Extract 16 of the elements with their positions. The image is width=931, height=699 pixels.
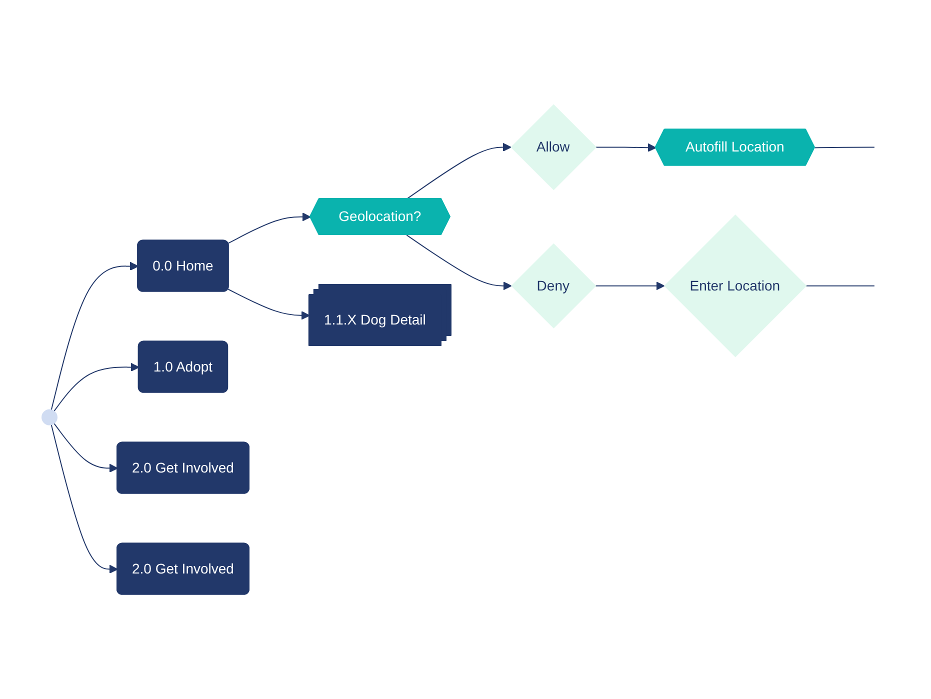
arrow	[406, 234, 512, 290]
arrow	[594, 281, 664, 290]
node-circle	[41, 409, 58, 426]
arrow	[227, 212, 311, 244]
arrow	[53, 422, 118, 472]
arrow	[227, 288, 310, 320]
arrow	[594, 143, 656, 152]
arrow	[406, 142, 512, 200]
arrow	[50, 262, 138, 410]
node-diamond: Deny	[510, 243, 596, 328]
connector	[814, 146, 875, 148]
node-diamond: Enter Location	[664, 214, 807, 358]
connector	[804, 285, 875, 286]
arrow	[50, 424, 118, 574]
node-diamond: Allow	[510, 104, 596, 190]
arrow	[53, 362, 140, 412]
